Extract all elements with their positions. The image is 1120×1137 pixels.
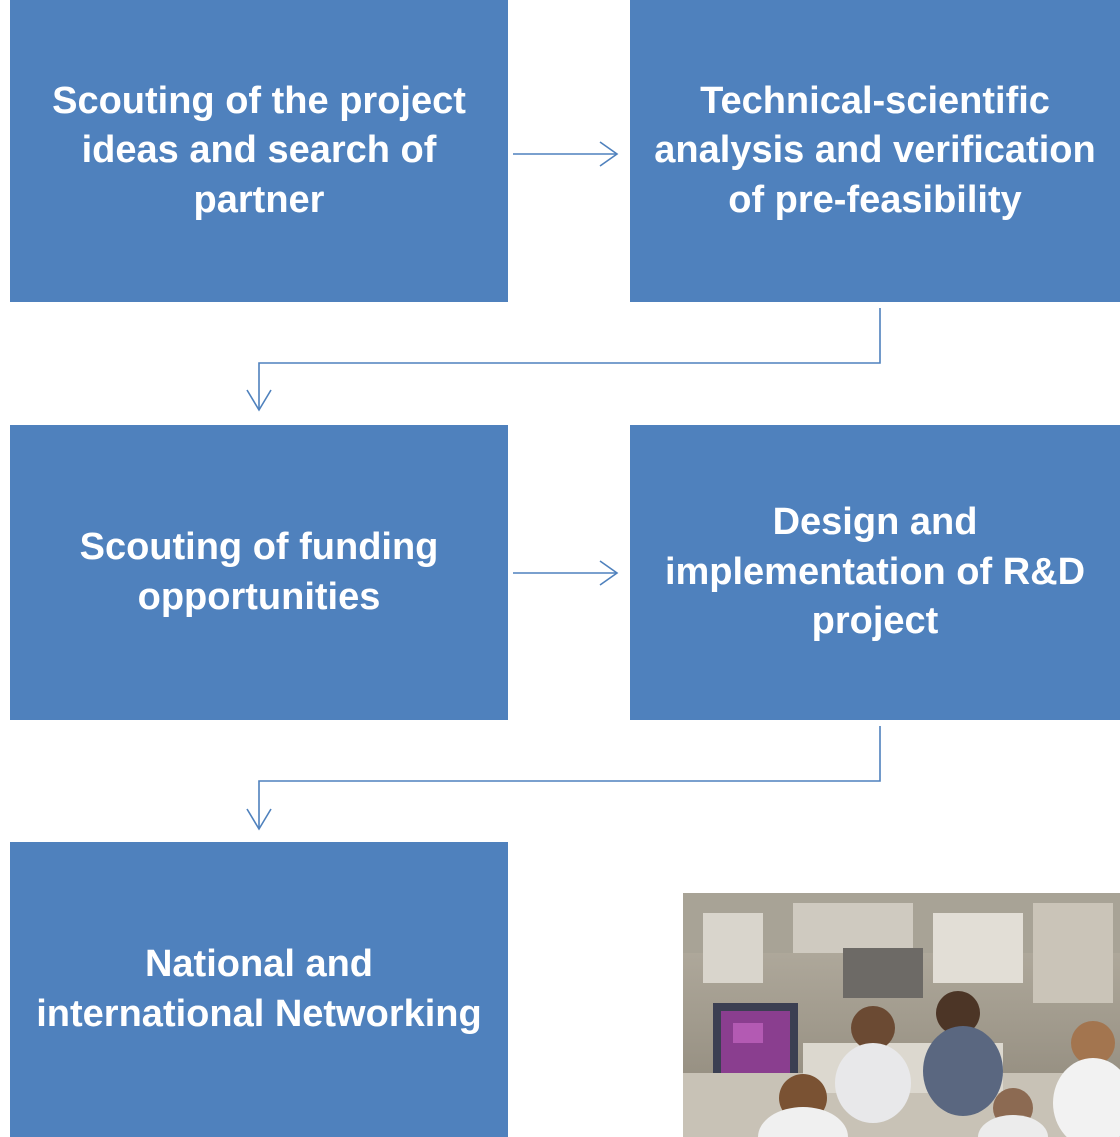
- step-technical-analysis: Technical-scientific analysis and verifi…: [630, 0, 1120, 302]
- step-label: Scouting of funding opportunities: [79, 526, 439, 618]
- step-funding-opportunities: Scouting of funding opportunities: [10, 425, 508, 720]
- lab-scene-illustration: [683, 893, 1120, 1137]
- step-label: Scouting of the project ideas and search…: [52, 79, 466, 221]
- step-label: National and international Networking: [36, 943, 482, 1035]
- step-design-implementation: Design and implementation of R&D project: [630, 425, 1120, 720]
- step-label: Design and implementation of R&D project: [664, 501, 1086, 643]
- arrow-right-icon: [513, 560, 619, 586]
- step-scouting-project-ideas: Scouting of the project ideas and search…: [10, 0, 508, 302]
- step-networking: National and international Networking: [10, 842, 508, 1137]
- elbow-arrow-down-icon: [246, 308, 881, 412]
- elbow-arrow-down-icon: [246, 726, 881, 831]
- laboratory-photo: [683, 893, 1120, 1137]
- arrow-right-icon: [513, 141, 619, 167]
- step-label: Technical-scientific analysis and verifi…: [654, 79, 1096, 221]
